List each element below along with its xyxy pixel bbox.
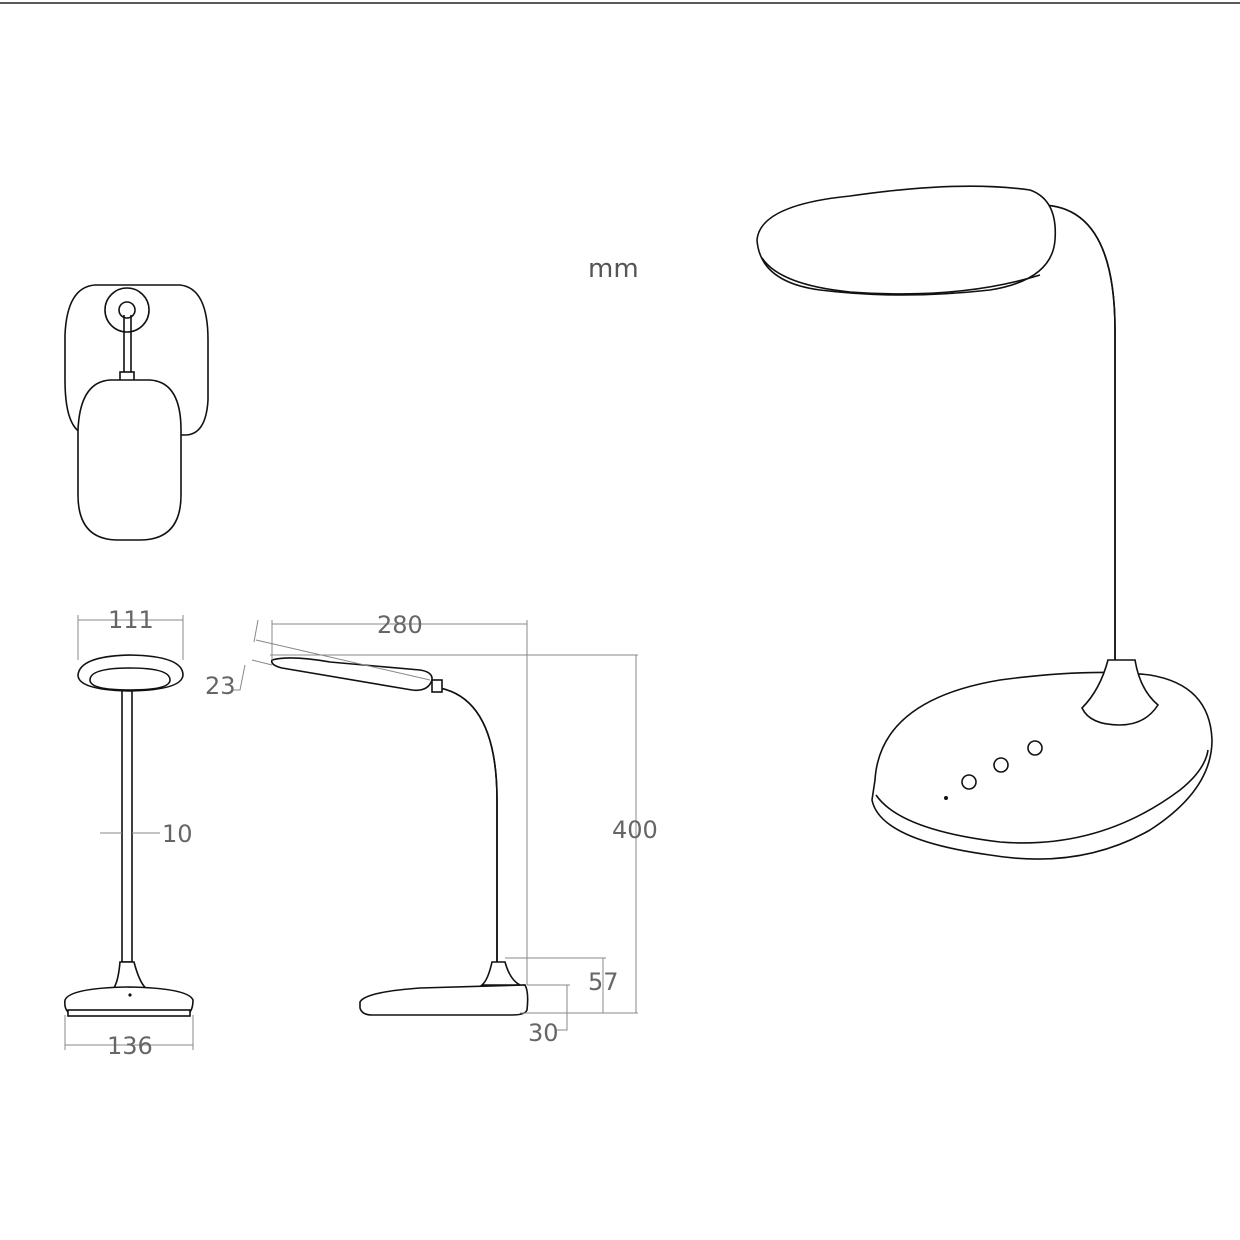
top-view	[64, 284, 209, 541]
dim-total-height: 400	[612, 816, 658, 844]
dim-base-width: 136	[107, 1032, 153, 1060]
dim-head-length: 280	[377, 611, 423, 639]
unit-label: mm	[588, 254, 639, 284]
dim-head-thickness: 23	[205, 672, 236, 700]
dimension-lines	[64, 615, 638, 1050]
side-view	[270, 657, 529, 1016]
dim-base-neck-height: 57	[588, 968, 619, 996]
dim-pole-diameter: 10	[162, 820, 193, 848]
perspective-view	[756, 185, 1213, 860]
dim-base-height: 30	[528, 1019, 559, 1047]
dim-head-width: 111	[108, 606, 154, 634]
front-view	[64, 654, 194, 1017]
